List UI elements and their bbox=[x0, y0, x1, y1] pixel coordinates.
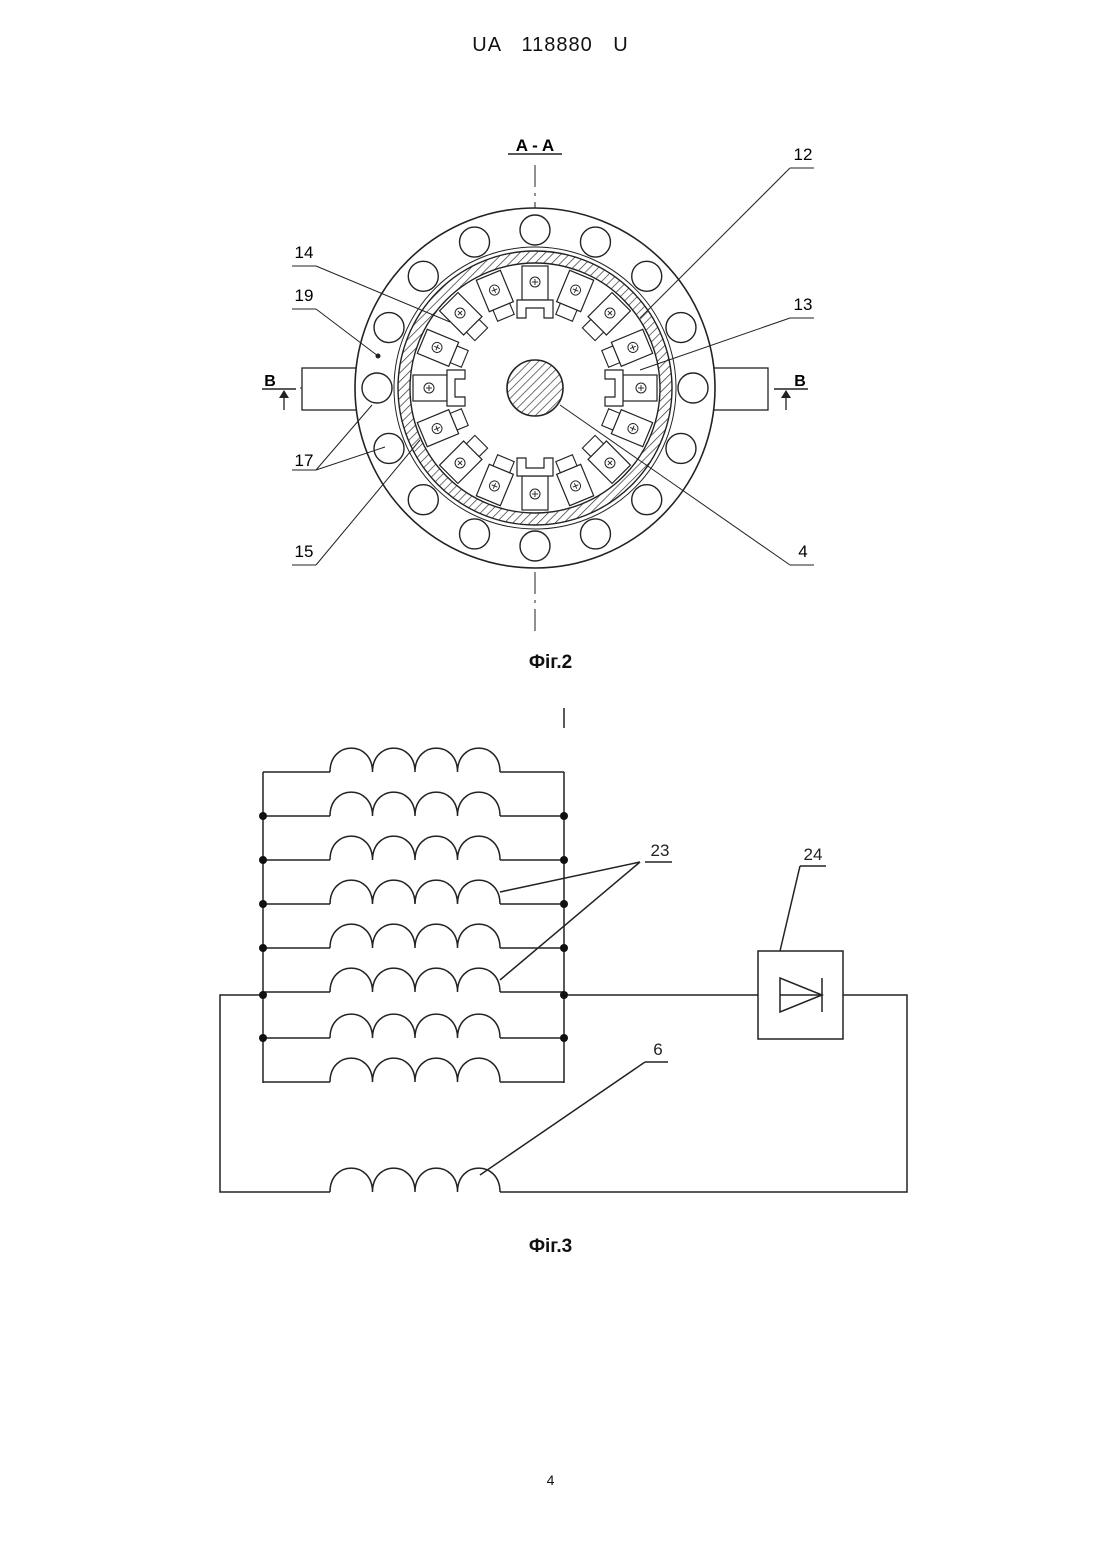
coil bbox=[330, 924, 500, 948]
figure-2-caption: Фіг.2 bbox=[0, 652, 1101, 674]
cut-label-right: B bbox=[794, 373, 806, 390]
bolt-hole bbox=[362, 373, 392, 403]
outer-loop-wire bbox=[220, 995, 330, 1192]
label-17: 17 bbox=[295, 451, 314, 470]
label-4: 4 bbox=[798, 542, 807, 561]
bolt-hole bbox=[374, 433, 404, 463]
bolt-hole bbox=[520, 215, 550, 245]
bolt-hole bbox=[408, 485, 438, 515]
label-15: 15 bbox=[295, 542, 314, 561]
bolt-hole bbox=[632, 261, 662, 291]
junction-dots bbox=[259, 812, 568, 1042]
label-24: 24 bbox=[804, 845, 823, 864]
bolt-hole bbox=[408, 261, 438, 291]
bolt-hole bbox=[666, 313, 696, 343]
junction-dot bbox=[560, 856, 568, 864]
section-label: A - A bbox=[516, 136, 554, 155]
coil bbox=[330, 880, 500, 904]
junction-dot bbox=[560, 900, 568, 908]
junction-dot bbox=[259, 991, 267, 999]
coil bbox=[330, 1168, 500, 1192]
junction-dot bbox=[259, 900, 267, 908]
junction-dot bbox=[259, 944, 267, 952]
bolt-hole bbox=[520, 531, 550, 561]
bolt-hole bbox=[460, 519, 490, 549]
junction-dot bbox=[259, 1034, 267, 1042]
label-14: 14 bbox=[295, 243, 314, 262]
figure-3-caption: Фіг.3 bbox=[0, 1236, 1101, 1258]
label-23: 23 bbox=[651, 841, 670, 860]
bolt-hole bbox=[460, 227, 490, 257]
label-13: 13 bbox=[794, 295, 813, 314]
junction-dot bbox=[560, 1034, 568, 1042]
junction-dot bbox=[259, 856, 267, 864]
rotor-shaft bbox=[507, 360, 563, 416]
rectifier-box bbox=[758, 951, 843, 1039]
junction-dot bbox=[560, 944, 568, 952]
figure-2-cross-section: A - A B B 12 13 bbox=[0, 0, 1101, 700]
diode-triangle bbox=[780, 978, 822, 1012]
bolt-hole bbox=[580, 519, 610, 549]
bolt-hole bbox=[374, 313, 404, 343]
coil bbox=[330, 1058, 500, 1082]
junction-dot bbox=[560, 812, 568, 820]
label-6: 6 bbox=[653, 1040, 662, 1059]
bolt-hole bbox=[678, 373, 708, 403]
label-12: 12 bbox=[794, 145, 813, 164]
cut-label-left: B bbox=[264, 373, 276, 390]
bolt-hole bbox=[666, 433, 696, 463]
coil bbox=[330, 792, 500, 816]
label-19: 19 bbox=[295, 286, 314, 305]
page-number: 4 bbox=[0, 1472, 1101, 1488]
coil-group bbox=[263, 748, 564, 1192]
coil bbox=[330, 748, 500, 772]
bolt-hole bbox=[632, 485, 662, 515]
junction-dot bbox=[560, 991, 568, 999]
junction-dot bbox=[259, 812, 267, 820]
coil bbox=[330, 1014, 500, 1038]
bolt-hole bbox=[580, 227, 610, 257]
coil bbox=[330, 836, 500, 860]
coil bbox=[330, 968, 500, 992]
